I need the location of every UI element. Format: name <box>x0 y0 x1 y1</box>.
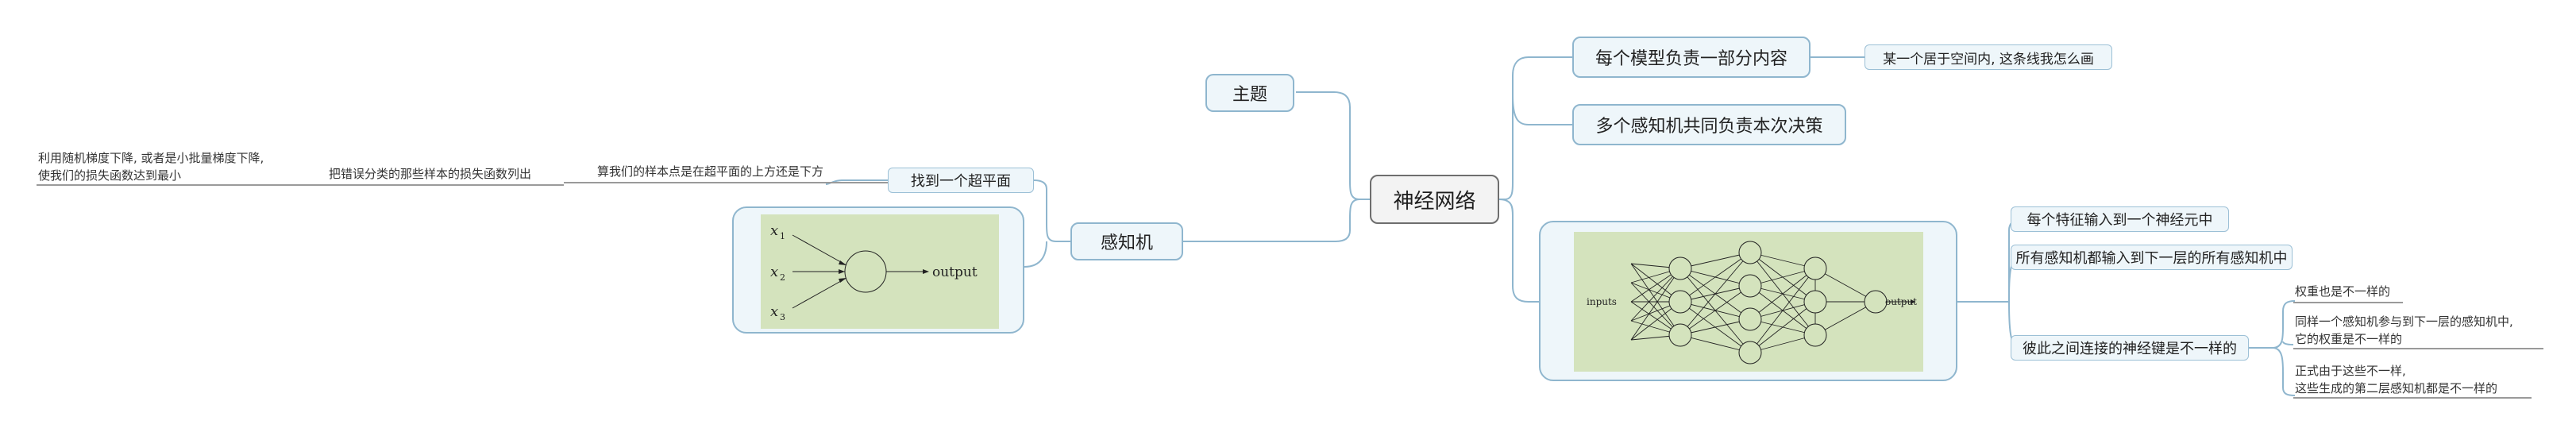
sgd-leaf[interactable]: 利用随机梯度下降, 或者是小批量梯度下降, 使我们的损失函数达到最小 <box>38 149 264 184</box>
above-below-underline <box>564 182 888 183</box>
perceptron-input-1-subscript: 1 <box>780 231 785 241</box>
network-inputs-label: inputs <box>1587 296 1617 307</box>
perceptron-input-1: x <box>770 222 778 239</box>
weights-note-2-underline <box>2293 348 2543 349</box>
model-part-label: 每个模型负责一部分内容 <box>1595 49 1787 69</box>
weights-note-1-underline <box>2293 302 2403 303</box>
perceptron-input-2: x <box>770 264 778 280</box>
all-to-next-node[interactable]: 所有感知机都输入到下一层的所有感知机中 <box>2011 245 2293 270</box>
weights-note-2[interactable]: 同样一个感知机参与到下一层的感知机中, 它的权重是不一样的 <box>2295 313 2513 348</box>
network-output-label: output <box>1885 296 1917 307</box>
hyperplane-node[interactable]: 找到一个超平面 <box>888 168 1034 193</box>
sgd-underline <box>37 184 191 186</box>
topic-label: 主题 <box>1232 85 1267 105</box>
weights-note-1-line-1: 权重也是不一样的 <box>2295 284 2391 299</box>
above-below-leaf[interactable]: 算我们的样本点是在超平面的上方还是下方 <box>597 163 823 180</box>
loss-sum-label: 把错误分类的那些样本的损失函数列出 <box>329 167 532 181</box>
feature-input-node[interactable]: 每个特征输入到一个神经元中 <box>2011 206 2229 232</box>
weights-differ-node[interactable]: 彼此之间连接的神经键是不一样的 <box>2011 335 2249 361</box>
network-figure: inputs output <box>1574 232 1923 372</box>
perceptron-figure: x x x 1 2 3 output <box>761 214 999 329</box>
central-topic-label: 神经网络 <box>1393 189 1476 214</box>
perceptron-output-label: output <box>932 264 978 280</box>
central-topic-node[interactable]: 神经网络 <box>1370 175 1499 224</box>
perceptron-input-2-subscript: 2 <box>780 272 785 283</box>
model-part-note-node[interactable]: 某一个居于空间内, 这条线我怎么画 <box>1865 44 2112 70</box>
loss-sum-underline <box>191 184 564 186</box>
sgd-line-2: 使我们的损失函数达到最小 <box>38 168 182 183</box>
perceptron-label: 感知机 <box>1100 233 1153 253</box>
loss-sum-leaf[interactable]: 把错误分类的那些样本的损失函数列出 <box>329 165 531 183</box>
multi-perceptron-label: 多个感知机共同负责本次决策 <box>1595 117 1823 137</box>
weights-note-2-line-1: 同样一个感知机参与到下一层的感知机中, <box>2295 314 2513 329</box>
perceptron-input-3: x <box>770 303 778 320</box>
above-below-label: 算我们的样本点是在超平面的上方还是下方 <box>597 164 824 179</box>
sgd-line-1: 利用随机梯度下降, 或者是小批量梯度下降, <box>38 151 264 165</box>
hyperplane-label: 找到一个超平面 <box>911 173 1011 190</box>
weights-note-1[interactable]: 权重也是不一样的 <box>2295 283 2390 300</box>
perceptron-figure-card[interactable]: x x x 1 2 3 output <box>732 206 1024 334</box>
topic-node[interactable]: 主题 <box>1205 74 1294 112</box>
network-diagram-svg: inputs output <box>1587 241 1917 364</box>
perceptron-node[interactable]: 感知机 <box>1070 222 1183 260</box>
all-to-next-label: 所有感知机都输入到下一层的所有感知机中 <box>2015 250 2288 267</box>
weights-note-2-line-2: 它的权重是不一样的 <box>2295 332 2403 346</box>
weights-note-3-underline <box>2293 397 2532 399</box>
weights-differ-label: 彼此之间连接的神经键是不一样的 <box>2023 341 2237 357</box>
model-part-note-label: 某一个居于空间内, 这条线我怎么画 <box>1883 51 2094 68</box>
perceptron-input-3-subscript: 3 <box>780 312 785 322</box>
feature-input-label: 每个特征输入到一个神经元中 <box>2026 212 2213 229</box>
perceptron-diagram-svg: x x x 1 2 3 output <box>770 222 978 322</box>
weights-note-3-line-2: 这些生成的第二层感知机都是不一样的 <box>2295 381 2498 395</box>
model-part-node[interactable]: 每个模型负责一部分内容 <box>1572 37 1811 78</box>
weights-note-3-line-1: 正式由于这些不一样, <box>2295 364 2406 378</box>
multi-perceptron-node[interactable]: 多个感知机共同负责本次决策 <box>1572 104 1846 145</box>
weights-note-3[interactable]: 正式由于这些不一样, 这些生成的第二层感知机都是不一样的 <box>2295 362 2497 397</box>
network-figure-card[interactable]: inputs output <box>1539 221 1957 381</box>
